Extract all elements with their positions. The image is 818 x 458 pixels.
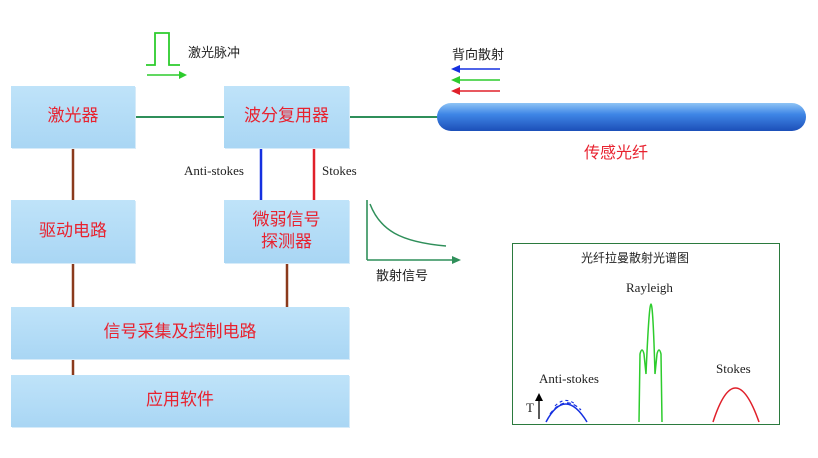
scatter-signal-label: 散射信号 <box>376 269 429 284</box>
temperature-label: T <box>526 400 534 415</box>
wdm-label: 波分复用器 <box>244 106 329 127</box>
anti-stokes-label: Anti-stokes <box>184 163 244 178</box>
laser-label: 激光器 <box>47 106 99 127</box>
spectrum-stokes-label: Stokes <box>716 361 751 376</box>
sensing-fiber <box>437 103 806 131</box>
driver-circuit-box: 驱动电路 <box>11 200 135 263</box>
laser-pulse-label: 激光脉冲 <box>188 46 241 61</box>
acquisition-control-label: 信号采集及控制电路 <box>103 322 257 343</box>
rayleigh-label: Rayleigh <box>626 280 673 295</box>
backscatter-blue-arrowhead-icon <box>451 65 460 73</box>
spectrum-anti-stokes-label: Anti-stokes <box>539 371 599 386</box>
backscatter-label: 背向散射 <box>452 48 505 63</box>
raman-spectrum-panel: 光纤拉曼散射光谱图 Rayleigh Anti-stokes Stokes T <box>512 243 780 425</box>
acquisition-control-box: 信号采集及控制电路 <box>11 307 349 359</box>
anti-stokes-peak <box>545 403 588 423</box>
pulse-shape-icon <box>146 32 180 66</box>
decay-curve <box>369 203 447 247</box>
sensing-fiber-label: 传感光纤 <box>584 143 649 162</box>
decay-x-arrowhead-icon <box>452 256 461 264</box>
stokes-peak <box>712 387 760 423</box>
laser-box: 激光器 <box>11 86 135 148</box>
backscatter-green-arrowhead-icon <box>451 76 460 84</box>
rayleigh-peak <box>638 303 663 423</box>
pulse-arrowhead-icon <box>179 71 187 79</box>
spectrum-curves <box>535 303 760 423</box>
anti-stokes-peak-dashed <box>549 402 582 415</box>
anti-stokes-peak-dashed-inner <box>554 399 576 407</box>
spectrum-title: 光纤拉曼散射光谱图 <box>581 251 690 265</box>
detector-box: 微弱信号 探测器 <box>224 200 349 263</box>
backscatter-red-arrowhead-icon <box>451 87 460 95</box>
temperature-arrowhead-icon <box>535 393 543 401</box>
wdm-box: 波分复用器 <box>224 86 349 148</box>
detector-label: 微弱信号 探测器 <box>252 210 321 252</box>
stokes-label: Stokes <box>322 163 357 178</box>
driver-circuit-label: 驱动电路 <box>39 220 107 241</box>
software-box: 应用软件 <box>11 375 349 427</box>
software-label: 应用软件 <box>146 390 214 411</box>
